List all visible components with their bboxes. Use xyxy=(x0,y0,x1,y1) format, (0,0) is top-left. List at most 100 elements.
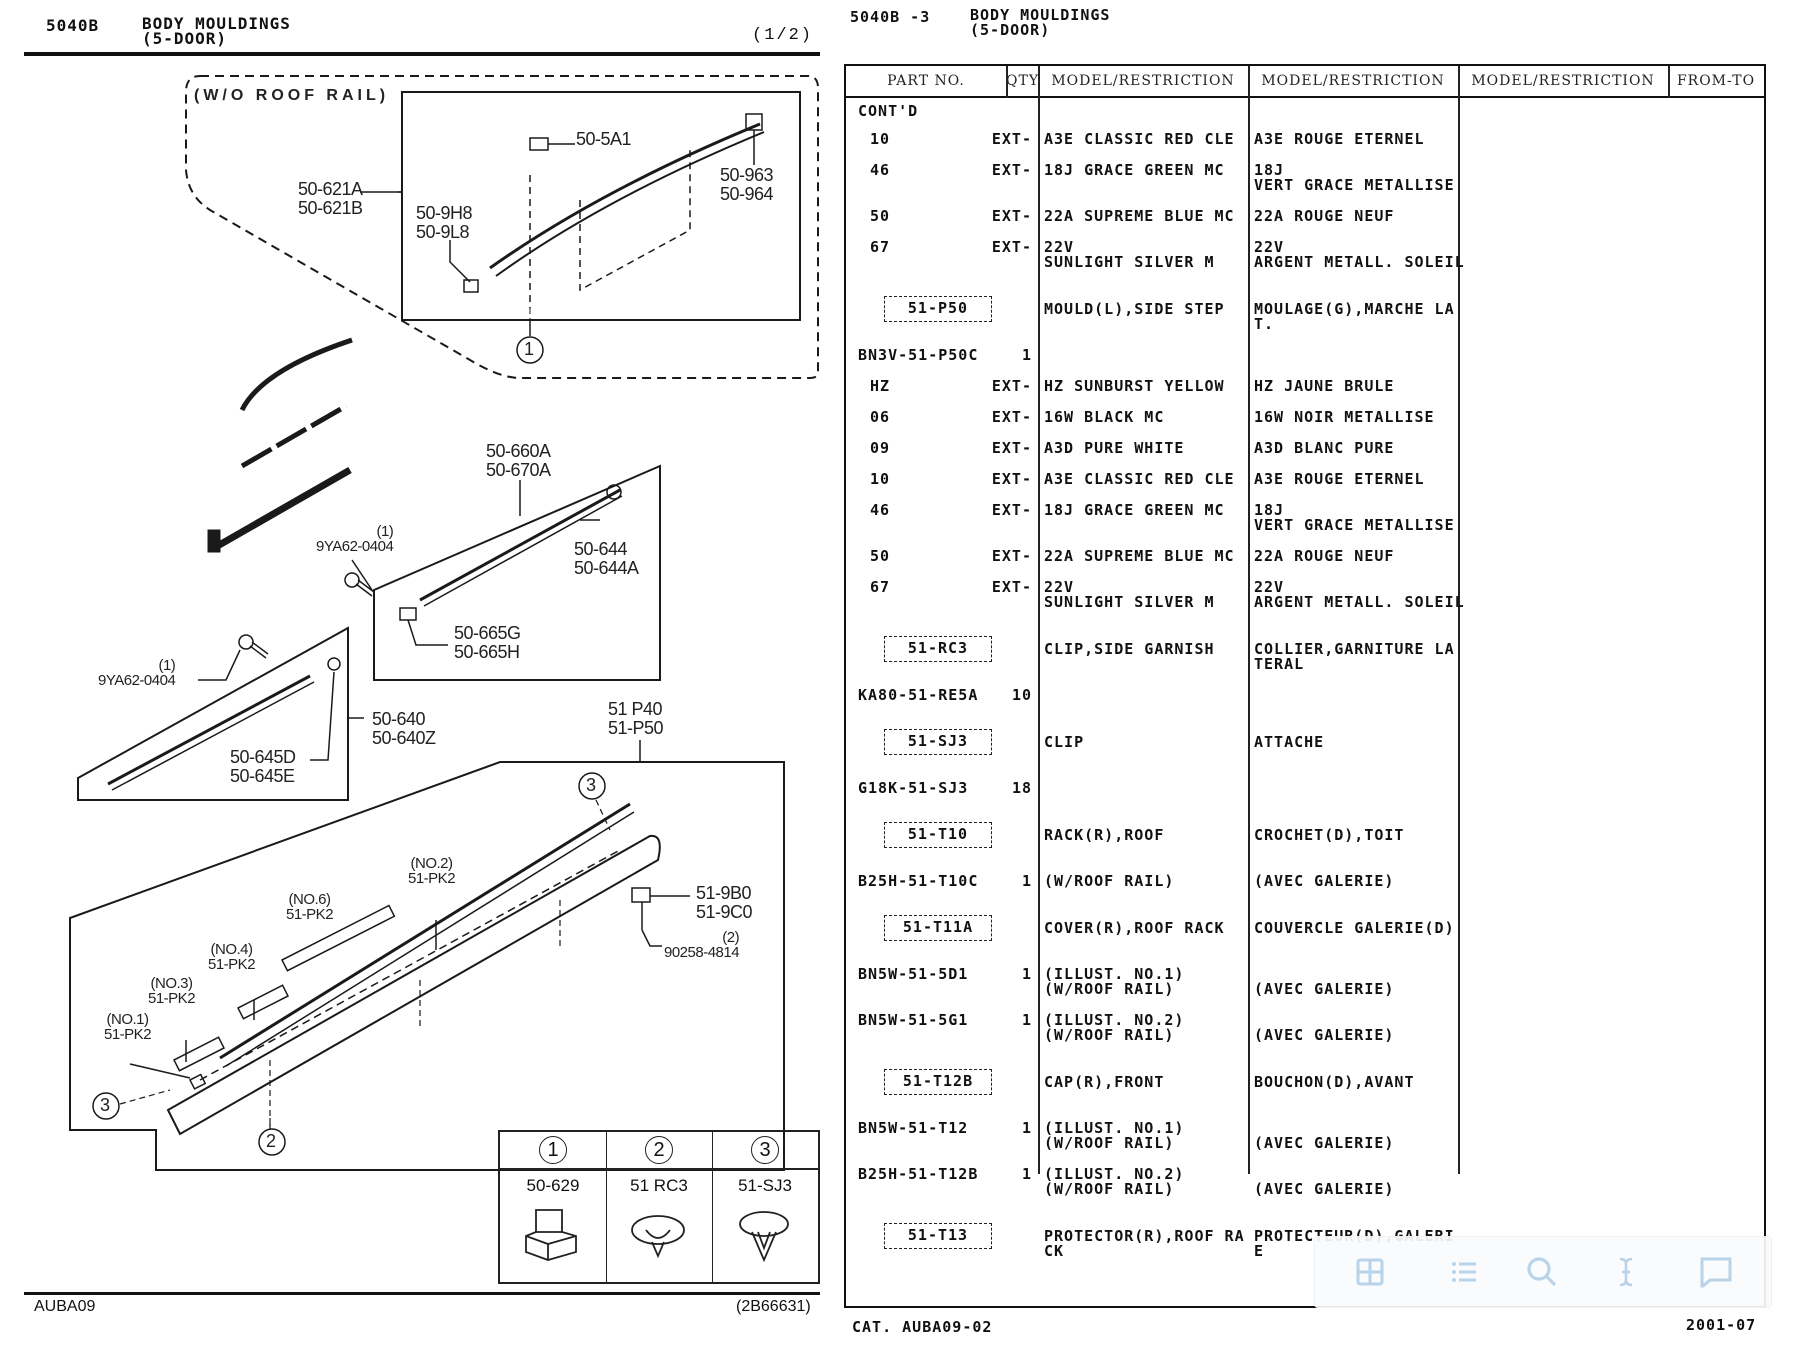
col-divider xyxy=(1668,66,1670,98)
catalog-number: CAT. AUBA09-02 xyxy=(852,1318,993,1336)
description-french: (AVEC GALERIE) xyxy=(1254,1026,1395,1044)
quantity: 1 xyxy=(1021,1165,1032,1183)
legend-part-code: 51-SJ3 xyxy=(738,1176,792,1195)
quantity: 1 xyxy=(1021,1011,1032,1029)
legend-cell-3: 3 51-SJ3 xyxy=(712,1132,818,1282)
part-number: BN3V-51-P50C xyxy=(858,346,979,364)
illustration-code: (2B66631) xyxy=(736,1298,811,1315)
description-english: CLIP,SIDE GARNISH xyxy=(1044,640,1215,658)
part-number: 10 xyxy=(870,470,891,488)
description-french: 22A ROUGE NEUF xyxy=(1254,547,1395,565)
label-9ya62-lower: (1) 9YA62-0404 xyxy=(98,657,176,689)
part-number: B25H-51-T12B xyxy=(858,1165,979,1183)
section-code: 5040B -3 xyxy=(850,8,931,26)
description-english: PROTECTOR(R),ROOF RA CK xyxy=(1044,1227,1245,1260)
footer-rule xyxy=(24,1292,820,1295)
rear-door-panel xyxy=(77,626,349,801)
front-door-panel xyxy=(373,464,661,681)
label-9ya62-upper: (1) 9YA62-0404 xyxy=(316,523,394,555)
quantity: 1 xyxy=(1021,965,1032,983)
description-french: (AVEC GALERIE) xyxy=(1254,1134,1395,1152)
col-divider xyxy=(1038,66,1040,1174)
col-divider xyxy=(1248,66,1250,1174)
quantity: EXT- xyxy=(991,439,1032,457)
page-indicator: (1/2) xyxy=(752,26,814,45)
col-part-no: PART NO. xyxy=(887,73,965,89)
part-number: 50 xyxy=(870,207,891,225)
description-english: COVER(R),ROOF RACK xyxy=(1044,919,1225,937)
section-code: 5040B xyxy=(46,16,100,35)
search-icon xyxy=(1527,1257,1557,1287)
quantity: 1 xyxy=(1021,346,1032,364)
description-english: 22A SUPREME BLUE MC xyxy=(1044,207,1235,225)
title-line-1: BODY MOULDINGS xyxy=(142,14,291,33)
callout-circle-3-lower: 3 xyxy=(100,1095,110,1115)
side-sill xyxy=(166,834,661,1136)
description-english: (ILLUST. NO.2) (W/ROOF RAIL) xyxy=(1044,1011,1185,1044)
label-50-645: 50-645D 50-645E xyxy=(230,747,296,786)
description-french: 22V ARGENT METALL. SOLEIL xyxy=(1254,238,1465,271)
outline-button[interactable] xyxy=(1443,1251,1485,1293)
description-french: COUVERCLE GALERIE(D) xyxy=(1254,919,1455,937)
pk2-strip-no1 xyxy=(188,1073,207,1090)
quantity: 1 xyxy=(1021,872,1032,890)
reference-number-box: 51-T11A xyxy=(884,915,992,941)
reference-number-box: 51-T12B xyxy=(884,1069,992,1095)
label-50-963: 50-963 50-964 xyxy=(720,165,774,204)
quantity: EXT- xyxy=(991,377,1032,395)
legend-number: 2 xyxy=(645,1136,673,1164)
label-50-660: 50-660A 50-670A xyxy=(486,441,551,480)
description-english: 22V SUNLIGHT SILVER M xyxy=(1044,578,1215,611)
thumbnails-button[interactable] xyxy=(1349,1251,1391,1293)
table-header: PART NO. QTY MODEL/RESTRICTION MODEL/RES… xyxy=(846,66,1764,98)
part-number: 46 xyxy=(870,501,891,519)
search-button[interactable] xyxy=(1521,1251,1563,1293)
quantity: 1 xyxy=(1021,1119,1032,1137)
parts-diagram xyxy=(69,75,819,1171)
legend-divider xyxy=(500,1168,818,1170)
description-english: 22A SUPREME BLUE MC xyxy=(1044,547,1235,565)
comment-button[interactable] xyxy=(1695,1251,1737,1293)
part-number: 50 xyxy=(870,547,891,565)
text-select-button[interactable] xyxy=(1605,1251,1647,1293)
legend-part-code: 51 RC3 xyxy=(630,1176,688,1195)
contd-label: CONT'D xyxy=(858,102,919,120)
col-model-1: MODEL/RESTRICTION xyxy=(1051,73,1235,89)
reference-number-box: 51-T13 xyxy=(884,1223,992,1249)
part-number: 09 xyxy=(870,439,891,457)
roof-moulding xyxy=(489,122,761,270)
reference-number-box: 51-SJ3 xyxy=(884,729,992,755)
reference-number-box: 51-T10 xyxy=(884,822,992,848)
legend-number: 3 xyxy=(751,1136,779,1164)
part-number: HZ xyxy=(870,377,891,395)
clip-legend-table: 1 50-629 2 51 RC3 3 51-SJ3 xyxy=(498,1130,820,1284)
description-english: 18J GRACE GREEN MC xyxy=(1044,501,1225,519)
label-50-621: 50-621A 50-621B xyxy=(298,179,363,218)
description-french: A3D BLANC PURE xyxy=(1254,439,1395,457)
description-english: HZ SUNBURST YELLOW xyxy=(1044,377,1225,395)
window-moulding-upper xyxy=(239,337,353,412)
label-pk2-no2: (NO.2) 51-PK2 xyxy=(408,855,456,887)
quantity: EXT- xyxy=(991,470,1032,488)
clip-51-rc3-icon xyxy=(631,1215,685,1259)
description-french: 18J VERT GRACE METALLISE xyxy=(1254,501,1455,534)
callout-circle-3-upper: 3 xyxy=(586,775,596,795)
col-divider xyxy=(1458,66,1460,1174)
reference-number-box: 51-RC3 xyxy=(884,636,992,662)
description-french: CROCHET(D),TOIT xyxy=(1254,826,1405,844)
part-number: 06 xyxy=(870,408,891,426)
description-french: BOUCHON(D),AVANT xyxy=(1254,1073,1415,1091)
quantity: EXT- xyxy=(991,207,1032,225)
reference-number-box: 51-P50 xyxy=(884,296,992,322)
description-french: A3E ROUGE ETERNEL xyxy=(1254,130,1425,148)
label-51-p40: 51 P40 51-P50 xyxy=(608,699,664,738)
legend-number: 1 xyxy=(539,1136,567,1164)
description-french: (AVEC GALERIE) xyxy=(1254,1180,1395,1198)
description-french: COLLIER,GARNITURE LA TERAL xyxy=(1254,640,1455,673)
callout-circle-1: 1 xyxy=(524,339,534,359)
part-number: KA80-51-RE5A xyxy=(858,686,979,704)
description-english: CAP(R),FRONT xyxy=(1044,1073,1165,1091)
page-title: BODY MOULDINGS(5-DOOR) xyxy=(142,14,291,47)
parts-table: PART NO. QTY MODEL/RESTRICTION MODEL/RES… xyxy=(844,64,1766,1308)
description-french: ATTACHE xyxy=(1254,733,1325,751)
